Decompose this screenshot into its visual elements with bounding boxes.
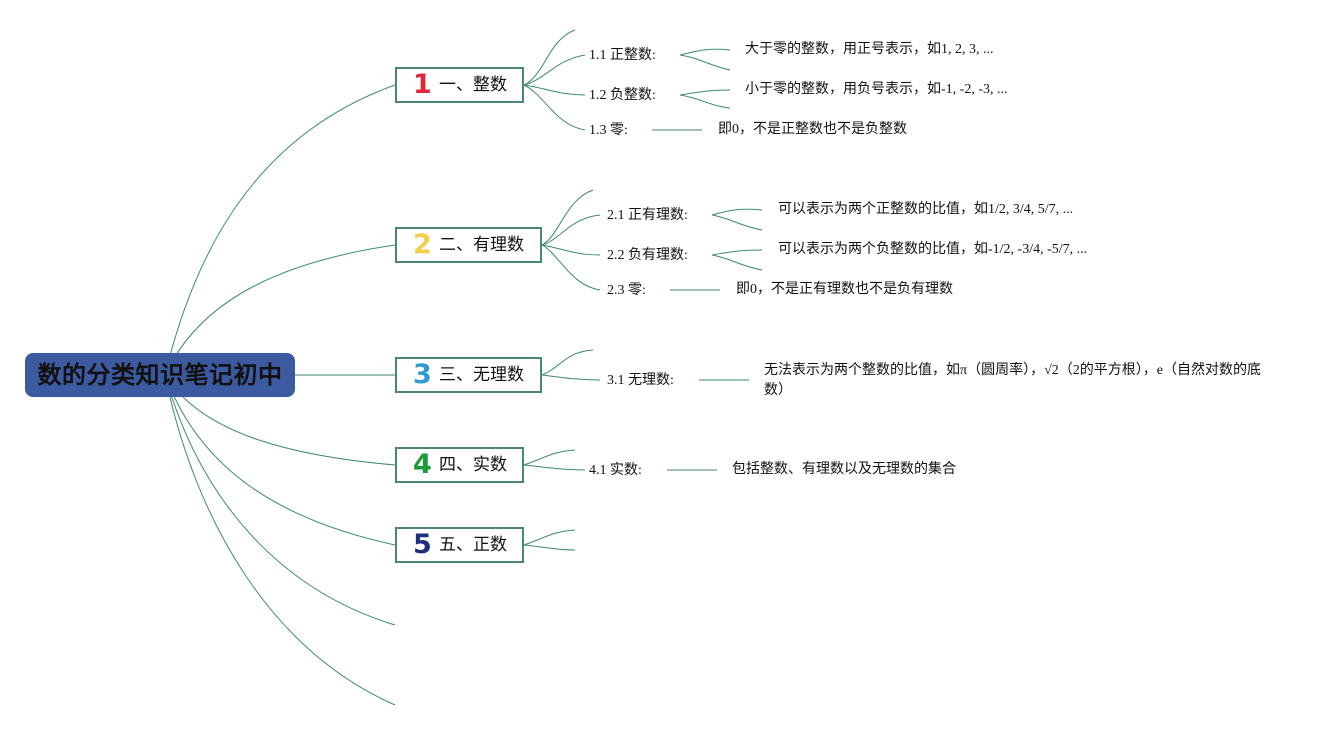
branch-positives[interactable]: 5 五、正数 <box>395 527 524 563</box>
branch-label: 三、无理数 <box>439 365 524 385</box>
branch-label: 四、实数 <box>439 455 507 475</box>
desc-zero-integer: 即0，不是正整数也不是负整数 <box>718 122 907 137</box>
number-4-icon: 4 <box>413 449 432 480</box>
branch-label: 五、正数 <box>439 535 507 555</box>
branch-label: 二、有理数 <box>439 235 524 255</box>
node-positive-rational[interactable]: 2.1 正有理数: <box>607 208 688 223</box>
branch-rationals[interactable]: 2 二、有理数 <box>395 227 542 263</box>
desc-real: 包括整数、有理数以及无理数的集合 <box>732 462 956 477</box>
branch-irrationals[interactable]: 3 三、无理数 <box>395 357 542 393</box>
number-2-icon: 2 <box>413 229 432 260</box>
node-zero-rational[interactable]: 2.3 零: <box>607 283 646 298</box>
number-3-icon: 3 <box>413 359 432 390</box>
root-connector <box>164 374 396 706</box>
node-negative-rational[interactable]: 2.2 负有理数: <box>607 248 688 263</box>
root-title: 数的分类知识笔记初中 <box>37 361 283 389</box>
desc-positive-integer: 大于零的整数，用正号表示，如1, 2, 3, ... <box>745 42 994 57</box>
node-irrational[interactable]: 3.1 无理数: <box>607 373 674 388</box>
desc-zero-rational: 即0，不是正有理数也不是负有理数 <box>736 282 953 297</box>
desc-negative-rational: 可以表示为两个负整数的比值，如-1/2, -3/4, -5/7, ... <box>778 242 1088 257</box>
desc-positive-rational: 可以表示为两个正整数的比值，如1/2, 3/4, 5/7, ... <box>778 202 1074 217</box>
root-connector <box>164 244 396 376</box>
desc-negative-integer: 小于零的整数，用负号表示，如-1, -2, -3, ... <box>745 82 1008 97</box>
number-5-icon: 5 <box>413 529 432 560</box>
root-connector <box>164 374 396 626</box>
branch-reals[interactable]: 4 四、实数 <box>395 447 524 483</box>
branch-integers[interactable]: 1 一、整数 <box>395 67 524 103</box>
root-node[interactable]: 数的分类知识笔记初中 <box>25 353 295 397</box>
number-1-icon: 1 <box>413 69 432 100</box>
node-zero-integer[interactable]: 1.3 零: <box>589 123 628 138</box>
root-connector <box>164 374 396 546</box>
node-negative-integer[interactable]: 1.2 负整数: <box>589 88 656 103</box>
root-connector <box>164 84 396 376</box>
desc-irrational: 无法表示为两个整数的比值，如π（圆周率），√2（2的平方根），e（自然对数的底数… <box>764 363 1261 398</box>
branch-label: 一、整数 <box>439 75 507 95</box>
node-real[interactable]: 4.1 实数: <box>589 463 642 478</box>
node-positive-integer[interactable]: 1.1 正整数: <box>589 48 656 63</box>
